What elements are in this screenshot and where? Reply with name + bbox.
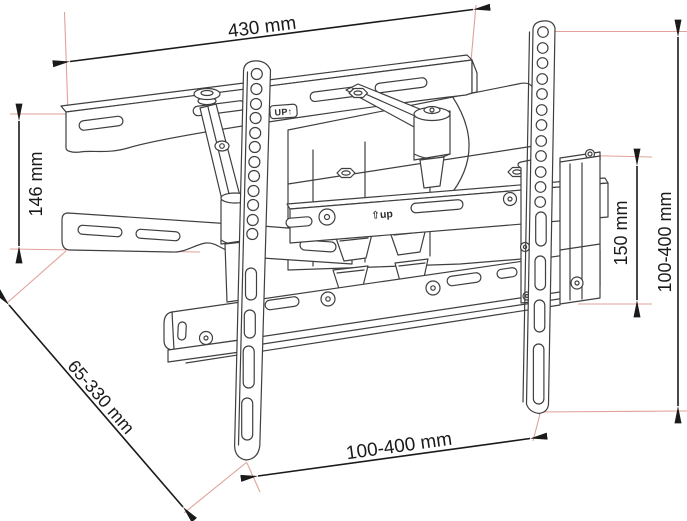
right-vesa-rail <box>522 20 556 415</box>
dimension-annotations <box>0 3 682 521</box>
mount-body <box>60 20 609 461</box>
dim-line-extension-depth <box>0 289 198 521</box>
right-side-plate <box>559 148 601 305</box>
right-arm-assembly <box>345 83 451 189</box>
up-label-box <box>269 103 298 120</box>
dim-line-vesa-width <box>240 432 548 482</box>
dim-label-vesa-width: 100-400 mm <box>345 429 454 465</box>
up-boxed-label: UP↑ <box>274 106 293 117</box>
up-arm-label: ⇧up <box>371 208 394 222</box>
dim-label-extension-depth: 65-330 mm <box>64 356 139 438</box>
dim-label-wall-plate-width: 430 mm <box>227 13 298 43</box>
dim-label-side-bracket-height: 150 mm <box>611 200 631 265</box>
tilt-strap <box>517 159 532 304</box>
left-vesa-rail <box>234 60 272 461</box>
dim-label-wall-plate-height: 146 mm <box>26 151 46 216</box>
dim-label-vesa-height: 100-400 mm <box>655 191 675 292</box>
dim-line-wall-plate-width <box>52 3 491 68</box>
